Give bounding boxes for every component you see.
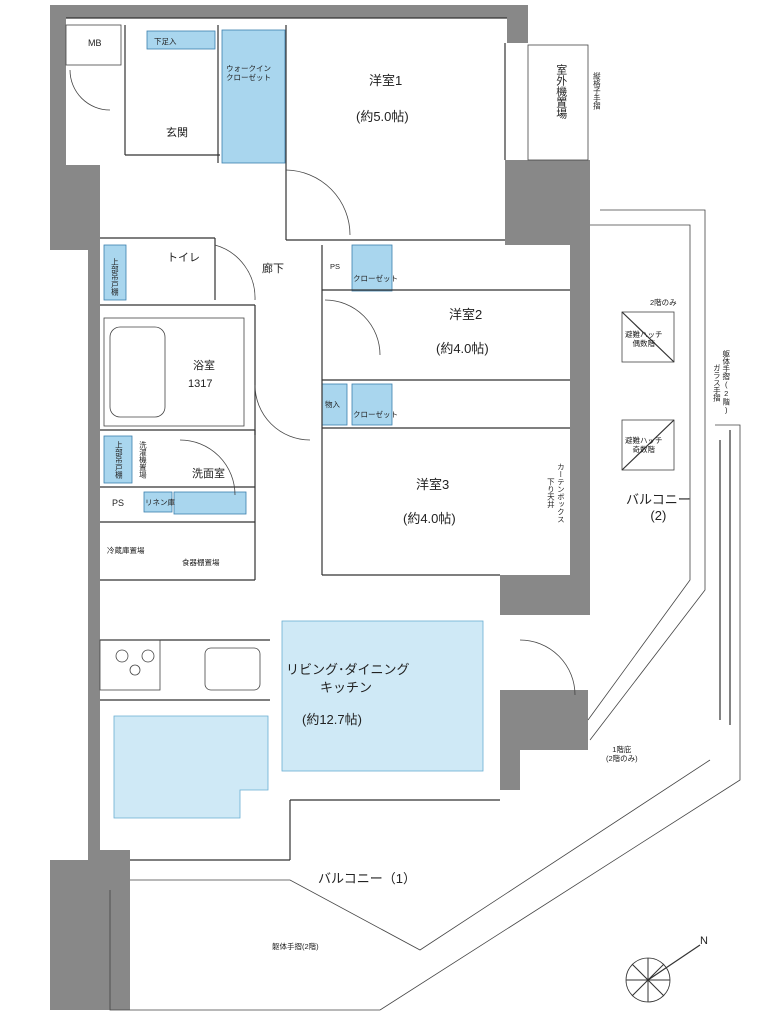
curtain-box-label: カーテンボックス bbox=[556, 463, 566, 523]
senmenjo-label: 洗面室 bbox=[192, 468, 225, 480]
reizouko-label: 冷蔵庫置場 bbox=[107, 546, 145, 555]
second-floor-only-label: 2階のみ bbox=[650, 298, 677, 307]
room-yoshitsu3: 洋室3 bbox=[416, 477, 450, 492]
sentakuki-label: 洗濯機置場 bbox=[138, 441, 148, 479]
toilet-label: トイレ bbox=[167, 252, 200, 264]
closet1-label: クローゼット bbox=[353, 274, 398, 283]
outdoor-unit-label: 室外機置場 bbox=[554, 64, 567, 119]
compass-icon bbox=[625, 944, 701, 1003]
ps2-label: PS bbox=[112, 498, 125, 508]
room-yoshitsu1-size: (約5.0帖) bbox=[356, 109, 409, 124]
yokushitsu-size: 1317 bbox=[188, 378, 213, 390]
room-yoshitsu3-size: (約4.0帖) bbox=[403, 511, 456, 526]
tategoshi-label: 縦格子手摺 bbox=[592, 72, 602, 110]
walls bbox=[50, 5, 590, 1010]
kutai-glass-label: 躯体手摺(2階) ガラス手摺 bbox=[712, 350, 731, 415]
ldk-size: (約12.7帖) bbox=[302, 712, 362, 727]
mb-label: MB bbox=[88, 38, 102, 48]
walkin-closet-label: ウォークイン クローゼット bbox=[226, 64, 271, 83]
shokkidana-label: 食器棚置場 bbox=[182, 558, 220, 567]
linen-label: リネン庫 bbox=[145, 498, 175, 507]
storage-areas bbox=[103, 29, 484, 819]
rouka-label: 廊下 bbox=[262, 263, 284, 275]
balcony1-label: バルコニー（1） bbox=[318, 871, 416, 886]
balcony2-label: バルコニー (2) bbox=[626, 492, 691, 524]
room-yoshitsu1: 洋室1 bbox=[369, 73, 403, 88]
kutai2-label: 躯体手摺(2階) bbox=[272, 942, 319, 951]
north-label: N bbox=[700, 935, 708, 947]
ukamidana-label-1: 上部吊戸棚 bbox=[110, 258, 120, 296]
sagari-label: 下り天井 bbox=[546, 478, 556, 508]
yokushitsu-label: 浴室 bbox=[193, 360, 215, 372]
ps1-label: PS bbox=[330, 262, 341, 271]
shitaashiire-label: 下足入 bbox=[154, 37, 177, 46]
room-yoshitsu2-size: (約4.0帖) bbox=[436, 341, 489, 356]
closet2-label: クローゼット bbox=[353, 410, 398, 419]
ukamidana-label-2: 上部吊戸棚 bbox=[114, 441, 124, 479]
first-floor-eave-label: 1階庇 (2階のみ) bbox=[606, 745, 638, 764]
interior-lines bbox=[65, 17, 741, 1011]
monoire-label: 物入 bbox=[325, 400, 340, 409]
ldk-label-2: キッチン bbox=[320, 680, 373, 695]
hinan-guusuu-label: 避難ハッチ 偶数階 bbox=[625, 330, 663, 349]
genkan-label: 玄関 bbox=[166, 127, 188, 139]
ldk-label-1: リビング･ダイニング bbox=[286, 662, 410, 677]
room-yoshitsu2: 洋室2 bbox=[449, 307, 483, 322]
hinan-kisuu-label: 避難ハッチ 奇数階 bbox=[625, 436, 663, 455]
